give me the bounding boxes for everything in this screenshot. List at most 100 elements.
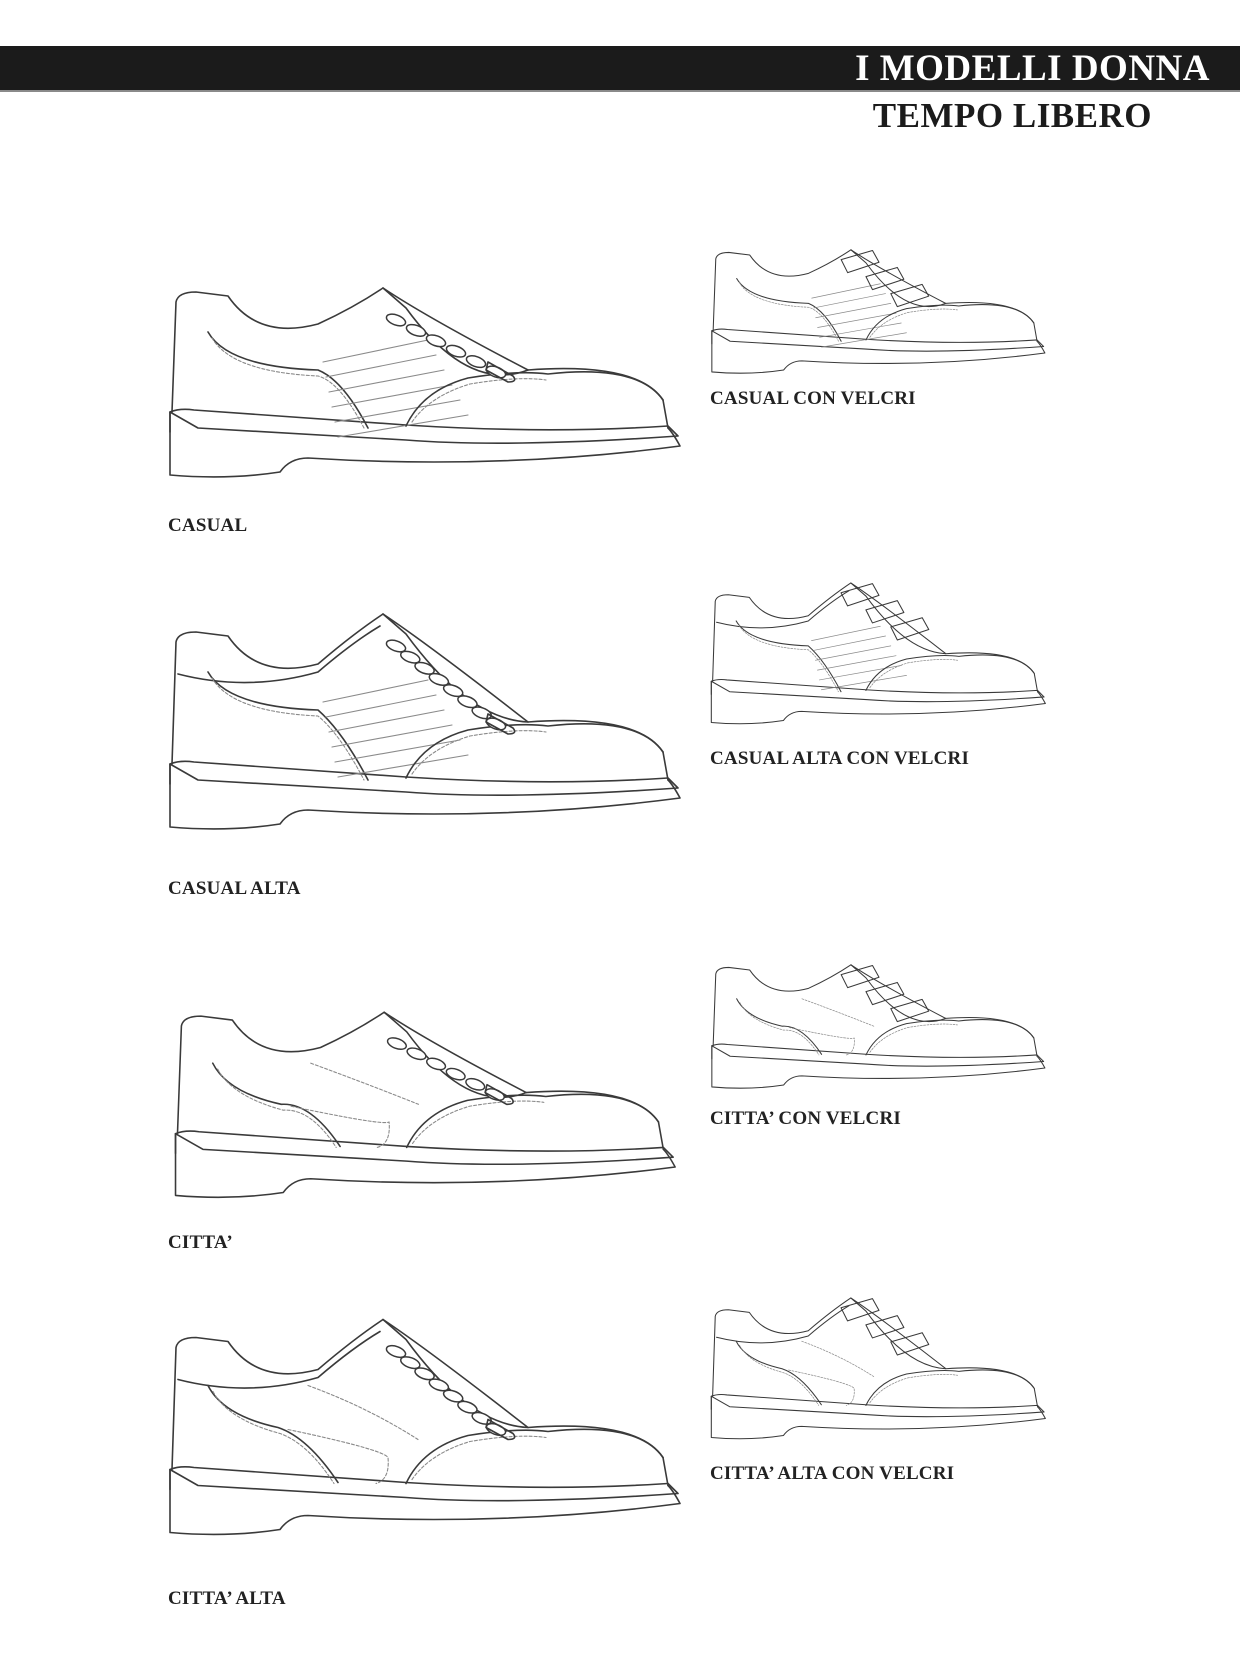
- quarter-stitching: [739, 1002, 820, 1056]
- shoe-casual-high-velcro-illustration: [710, 575, 1067, 739]
- quarter-panel: [207, 331, 369, 429]
- mesh-stripe: [322, 679, 429, 703]
- lace-tip: [485, 361, 516, 383]
- sole-top-band: [711, 328, 1045, 352]
- model-label-casual-high-velcro: CASUAL ALTA CON VELCRI: [710, 748, 970, 769]
- lace-tip: [485, 1418, 516, 1441]
- lace-eyelet: [442, 684, 464, 698]
- tongue-edge: [383, 1011, 527, 1094]
- shoe-casual-high-drawing: [169, 613, 681, 830]
- quarter-stitching: [739, 1344, 820, 1406]
- model-label-city-high-velcro: CITTA’ ALTA CON VELCRI: [710, 1463, 955, 1484]
- shoe-city-high-illustration: [168, 1305, 713, 1560]
- shoe-casual-high-illustration: [168, 602, 713, 852]
- mesh-stripe: [811, 625, 881, 641]
- toe-cap: [865, 304, 1035, 341]
- velcro-strap: [865, 266, 905, 291]
- side-stitching: [290, 1105, 390, 1148]
- upper-outline: [712, 964, 1038, 1057]
- tongue-edge: [382, 1318, 529, 1429]
- sole-outline: [174, 1132, 676, 1199]
- lace-eyelet: [465, 355, 487, 369]
- lace-eyelet: [385, 1344, 407, 1359]
- sole-outline: [711, 1045, 1046, 1089]
- mesh-stripe: [322, 339, 429, 363]
- shoe-city-velcro-drawing: [711, 964, 1046, 1089]
- mesh-stripe: [815, 645, 892, 661]
- mesh-stripe: [815, 303, 892, 319]
- model-label-casual-high: CASUAL ALTA: [168, 878, 301, 899]
- toe-stitching: [869, 1023, 958, 1053]
- collar-band: [177, 1330, 381, 1389]
- sole-top-band: [710, 678, 1045, 703]
- mesh-stripe: [328, 709, 445, 733]
- toe-stitching: [411, 1435, 547, 1481]
- velcro-strap: [865, 981, 905, 1006]
- velcro-strap: [890, 617, 930, 641]
- header-bar: I MODELLI DONNA: [0, 46, 1240, 92]
- mesh-stripe: [813, 293, 886, 309]
- velcro-strap: [840, 583, 880, 607]
- collar-band: [716, 1305, 850, 1344]
- lace-eyelet: [445, 1067, 466, 1081]
- quarter-panel: [207, 671, 369, 781]
- vamp-stitching: [801, 1340, 875, 1377]
- mesh-stripe: [337, 414, 469, 438]
- lace-eyelet: [465, 1077, 486, 1091]
- lace-eyelet: [426, 1057, 447, 1071]
- sole-outline: [169, 763, 681, 830]
- toe-cap: [865, 1369, 1035, 1406]
- shoe-city-high-velcro-drawing: [710, 1297, 1046, 1440]
- toe-cap: [405, 723, 664, 779]
- toe-stitching: [869, 308, 958, 338]
- model-label-city: CITTA’: [168, 1232, 233, 1253]
- upper-outline: [712, 1297, 1039, 1408]
- velcro-strap: [865, 600, 905, 624]
- lace-tip: [484, 1083, 514, 1106]
- lace-tip: [485, 713, 516, 735]
- mesh-stripe: [337, 754, 469, 778]
- mesh-stripe: [325, 354, 437, 378]
- upper-outline: [712, 249, 1038, 342]
- mesh-stripe: [820, 674, 907, 691]
- tongue-edge: [382, 287, 529, 371]
- tongue-edge: [850, 249, 947, 304]
- model-label-city-high: CITTA’ ALTA: [168, 1588, 286, 1609]
- toe-cap: [865, 1019, 1035, 1056]
- upper-outline: [171, 613, 669, 781]
- side-stitching: [788, 1027, 855, 1056]
- mesh-stripe: [811, 283, 881, 299]
- lace-eyelet: [385, 639, 407, 653]
- lace-eyelet: [414, 661, 435, 675]
- upper-outline: [712, 582, 1039, 693]
- toe-cap: [405, 371, 664, 427]
- shoe-casual-high-velcro-drawing: [710, 582, 1046, 725]
- sole-outline: [710, 680, 1046, 725]
- sole-outline: [710, 1395, 1046, 1440]
- mesh-stripe: [328, 369, 445, 393]
- toe-stitching: [412, 1100, 545, 1145]
- sole-outline: [169, 1468, 681, 1536]
- mesh-stripe: [331, 724, 453, 748]
- velcro-strap: [890, 998, 930, 1023]
- page-title: I MODELLI DONNA: [855, 48, 1210, 89]
- shoe-casual-velcro-illustration: [710, 225, 1067, 385]
- quarter-stitching: [738, 282, 839, 342]
- sole-top-band: [169, 1466, 679, 1502]
- shoe-city-drawing: [174, 1011, 676, 1199]
- toe-stitching: [411, 378, 547, 423]
- vamp-stitching: [801, 998, 875, 1027]
- toe-stitching: [411, 730, 547, 775]
- quarter-panel: [735, 1340, 822, 1406]
- velcro-strap: [840, 964, 880, 989]
- shoe-city-high-drawing: [169, 1318, 681, 1536]
- toe-stitching: [869, 659, 958, 689]
- mesh-stripe: [819, 322, 902, 338]
- mesh-stripe: [331, 384, 453, 408]
- model-label-city-velcro: CITTA’ CON VELCRI: [710, 1108, 901, 1129]
- tongue-edge: [382, 613, 529, 723]
- lace-eyelet: [425, 334, 447, 348]
- shoe-casual-velcro-drawing: [711, 249, 1046, 374]
- tongue-edge: [850, 964, 947, 1019]
- velcro-strap: [840, 249, 880, 274]
